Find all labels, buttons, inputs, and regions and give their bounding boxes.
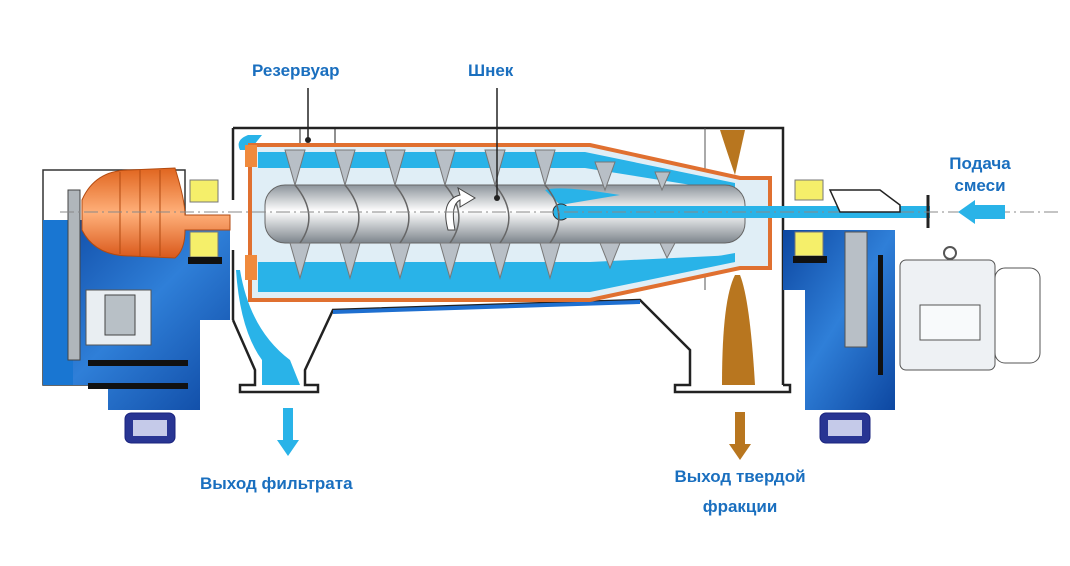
rotation-arrow-icon bbox=[445, 186, 476, 231]
feed-label-line1: Подача bbox=[949, 154, 1011, 173]
reservoir-label: Резервуар bbox=[252, 61, 340, 80]
filtrate-arrow-icon bbox=[277, 408, 299, 456]
solids-out-line1: Выход твердой bbox=[674, 467, 806, 486]
feed-label-line2: смеси bbox=[954, 176, 1006, 195]
solids-arrow-icon bbox=[729, 412, 751, 460]
bearing-icon bbox=[794, 231, 824, 257]
filtrate-flow bbox=[236, 270, 300, 385]
bearing-icon bbox=[794, 179, 824, 201]
left-drive-assembly bbox=[42, 167, 231, 444]
bearing-icon bbox=[189, 231, 219, 258]
solids-out-line2: фракции bbox=[702, 497, 778, 516]
filtrate-out-label: Выход фильтрата bbox=[200, 474, 353, 493]
screw-label: Шнек bbox=[468, 61, 514, 80]
solids-flow bbox=[722, 275, 755, 385]
feed-arrow-icon bbox=[958, 200, 1005, 224]
feed-label: Подача смеси bbox=[930, 153, 1030, 197]
right-drive-assembly bbox=[783, 179, 1041, 444]
casing bbox=[231, 126, 792, 394]
bearing-icon bbox=[189, 179, 219, 203]
solids-out-label: Выход твердой фракции bbox=[640, 462, 840, 522]
